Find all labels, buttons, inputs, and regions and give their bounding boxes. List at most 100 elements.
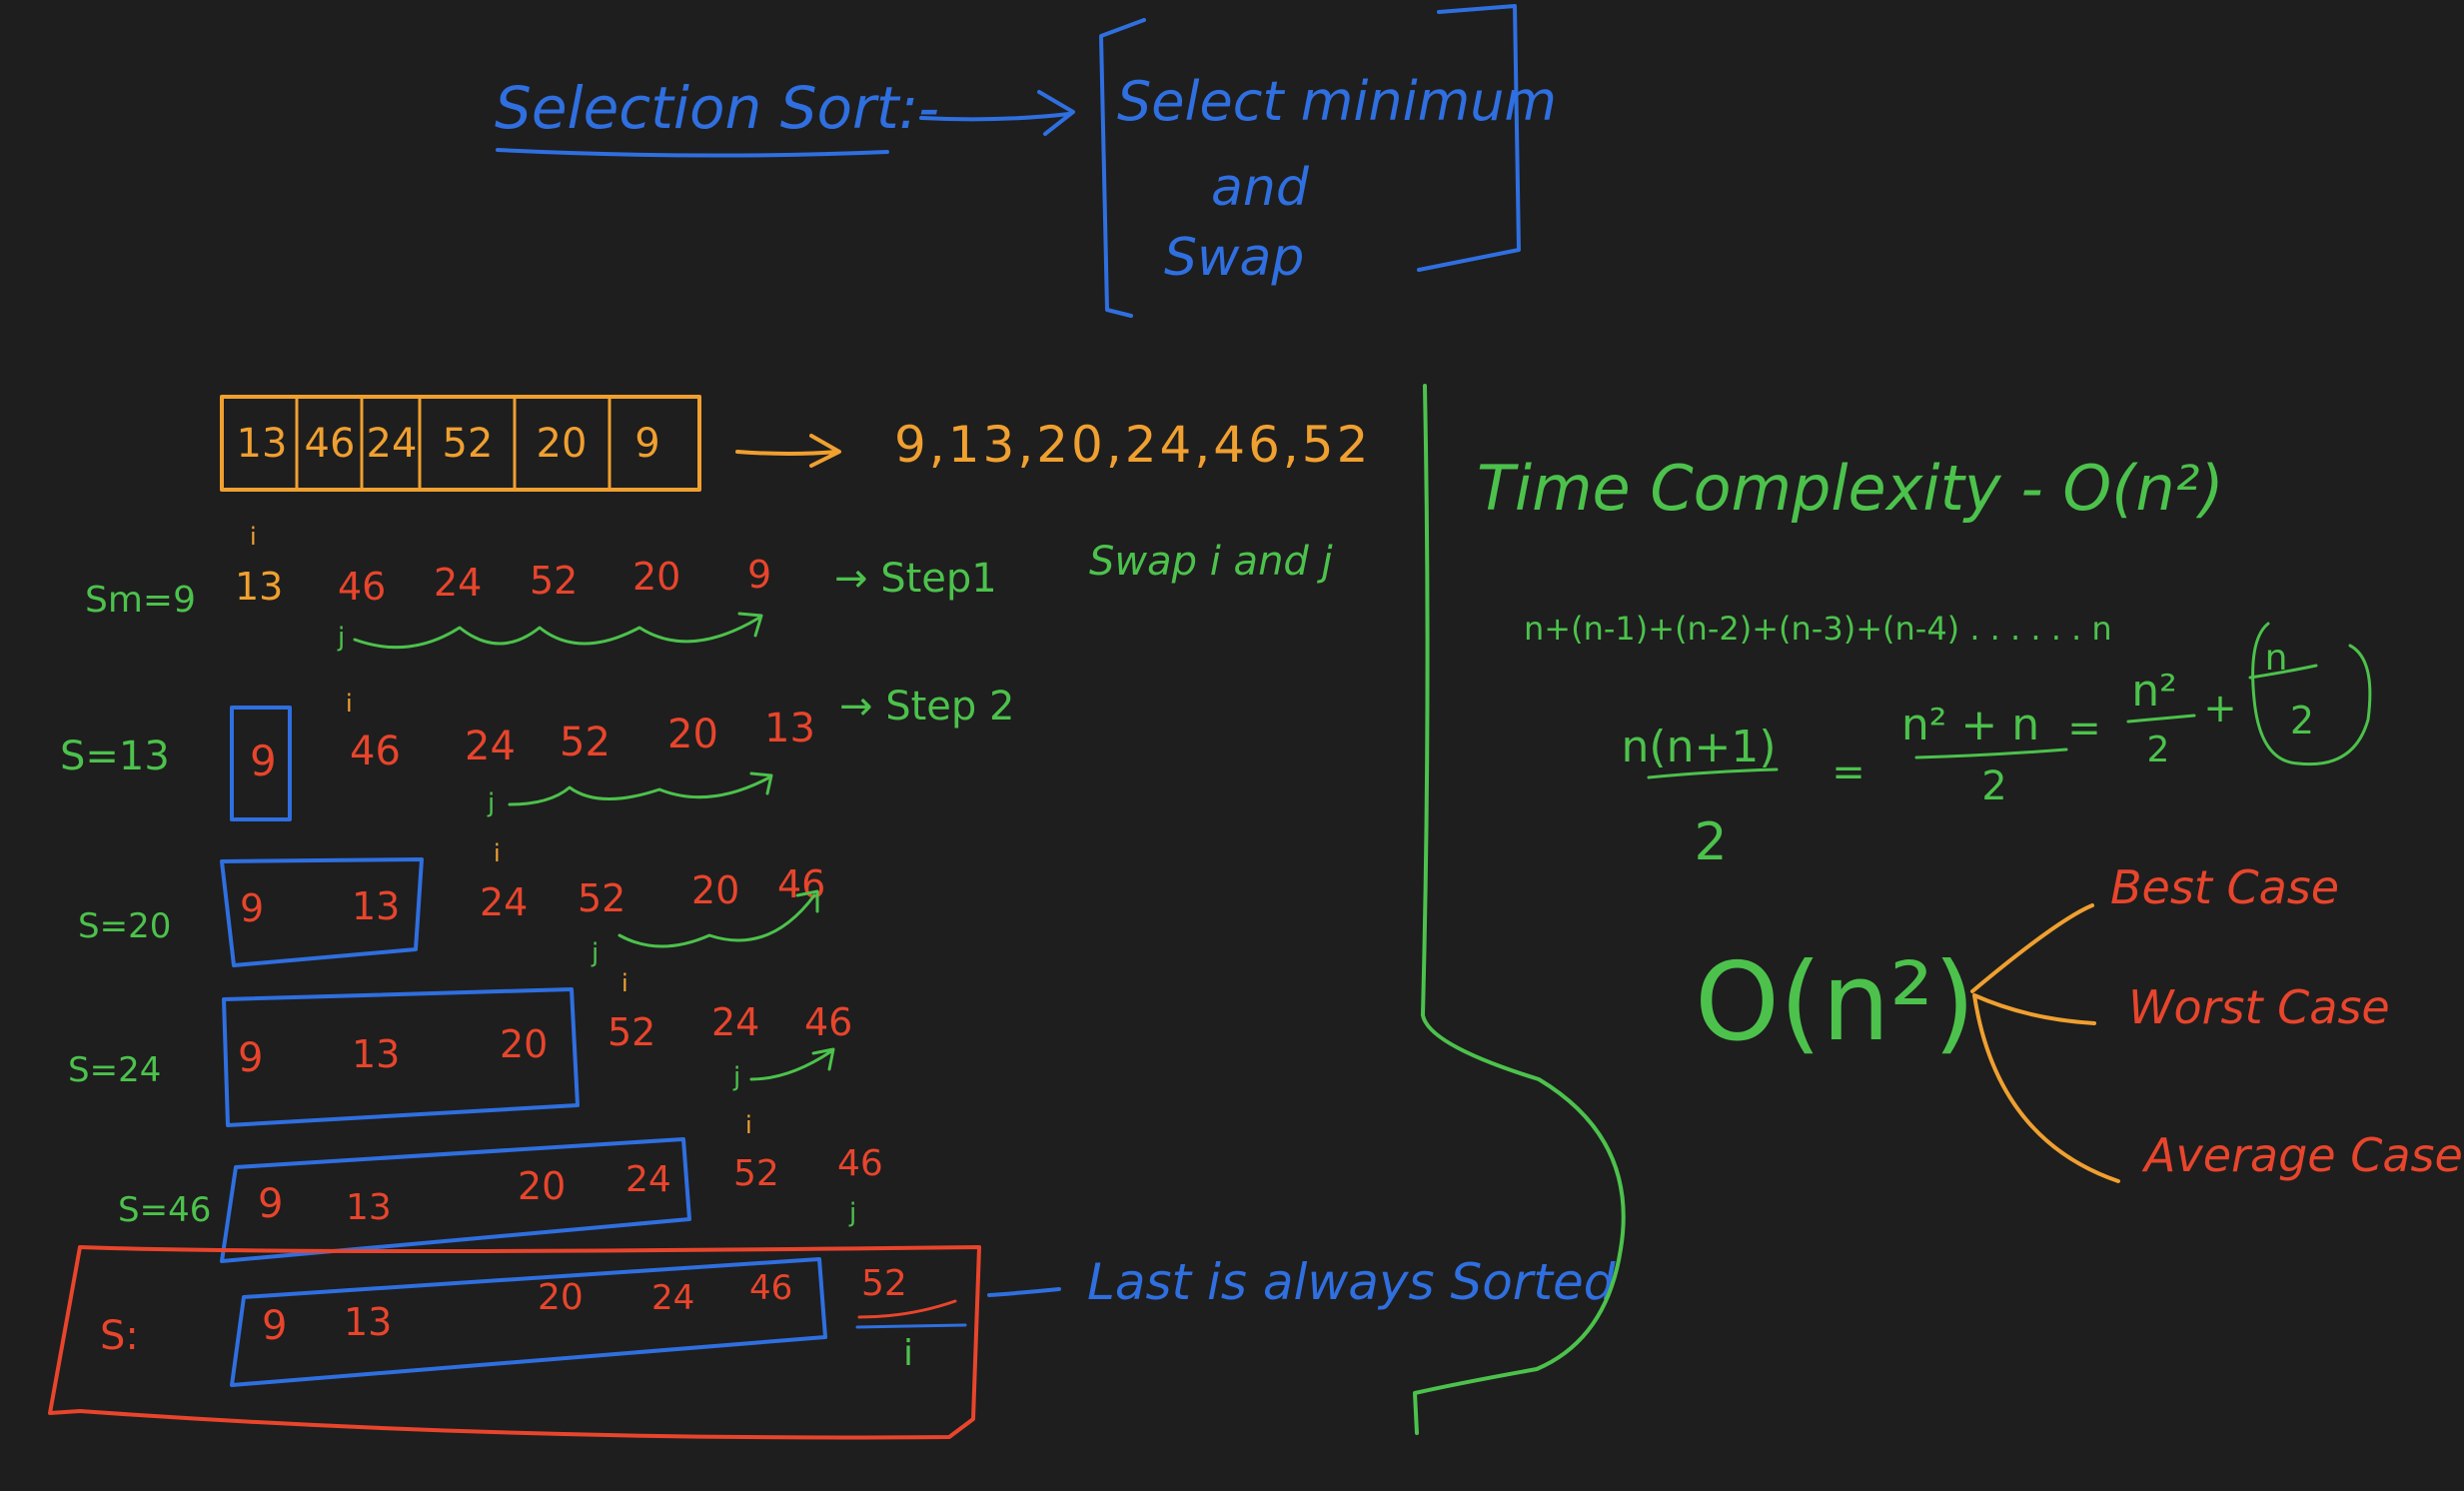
pass-values: 13 46 24 52 20 9 bbox=[235, 553, 771, 609]
definition-line-3: Swap bbox=[1164, 228, 1304, 288]
sorted-value: 20 bbox=[500, 1022, 548, 1066]
i-marker: i bbox=[745, 1111, 752, 1139]
pass-label: S=13 bbox=[60, 734, 170, 779]
formula: n(n+1) 2 = n² + n 2 = n² 2 + n 2 bbox=[1622, 638, 2315, 872]
i-marker: i bbox=[494, 839, 501, 867]
pass-label: S=20 bbox=[78, 906, 171, 946]
pass-value: 52 bbox=[560, 720, 611, 765]
pass-value: 52 bbox=[530, 559, 578, 603]
definition-line-2: and bbox=[1211, 158, 1310, 218]
pass-values: 46 24 52 20 13 bbox=[350, 706, 815, 774]
input-array-box bbox=[220, 395, 701, 492]
series-sum: n+(n-1)+(n-2)+(n-3)+(n-4) . . . . . . n bbox=[1524, 610, 2112, 648]
step-note: → Step1 bbox=[834, 556, 997, 602]
sorted-value: 9 bbox=[240, 886, 264, 930]
pass-value: 13 bbox=[235, 565, 283, 609]
pass-value: 9 bbox=[747, 553, 771, 597]
swap-note: Swap i and j bbox=[1089, 539, 1334, 585]
pass-label: S: bbox=[100, 1313, 139, 1359]
title-underline bbox=[496, 148, 889, 158]
sorted-region-box bbox=[230, 1257, 827, 1387]
case-worst: Worst Case bbox=[2128, 980, 2390, 1034]
sorted-region-box bbox=[220, 1137, 691, 1263]
i-marker: i bbox=[346, 690, 353, 718]
sorted-value: 13 bbox=[346, 1187, 392, 1228]
sorted-value: 9 bbox=[258, 1181, 283, 1227]
scan-brace bbox=[508, 771, 773, 806]
pass-value: 52 bbox=[861, 1263, 907, 1304]
term-circle bbox=[2251, 622, 2372, 766]
formula-term: + bbox=[2203, 686, 2237, 732]
sorted-value: 20 bbox=[538, 1277, 584, 1318]
sorted-region-box bbox=[220, 857, 424, 967]
scan-brace bbox=[749, 1047, 835, 1081]
array-cell: 20 bbox=[537, 421, 588, 467]
input-array-dividers bbox=[295, 397, 612, 490]
case-average: Average Case bbox=[2141, 1128, 2463, 1182]
array-cell: 9 bbox=[634, 421, 659, 467]
sorted-value: 20 bbox=[518, 1164, 566, 1208]
pass-value: 24 bbox=[465, 724, 516, 769]
pass-value: 13 bbox=[764, 706, 815, 751]
j-marker: j bbox=[591, 938, 599, 968]
last-note: Last is always Sorted bbox=[1087, 1253, 1616, 1311]
sorted-value: 9 bbox=[250, 737, 277, 785]
i-marker: i bbox=[903, 1333, 913, 1374]
note-connector bbox=[987, 1287, 1061, 1297]
definition-bracket-right bbox=[1417, 4, 1521, 272]
formula-term: n(n+1) bbox=[1622, 722, 1777, 772]
array-cell: 52 bbox=[443, 421, 494, 467]
pass-value: 20 bbox=[667, 712, 718, 757]
fraction-bars bbox=[1647, 664, 2318, 779]
scan-brace bbox=[617, 889, 819, 948]
sorted-region-box bbox=[230, 706, 292, 821]
input-array-cells: 13 46 24 52 20 9 bbox=[237, 421, 660, 467]
big-o-result: O(n²) bbox=[1695, 940, 1975, 1065]
last-element-divider bbox=[855, 1323, 967, 1329]
array-cell: 24 bbox=[367, 421, 418, 467]
j-marker: j bbox=[732, 1062, 740, 1092]
sorted-value: 9 bbox=[238, 1035, 263, 1081]
sorted-result: 9,13,20,24,46,52 bbox=[894, 416, 1371, 474]
title-text: Selection Sort:- bbox=[495, 74, 939, 142]
sorted-value: 13 bbox=[352, 884, 400, 928]
sorted-value: 9 bbox=[262, 1303, 287, 1349]
array-cell: 13 bbox=[237, 421, 288, 467]
pass-value: 24 bbox=[480, 880, 528, 924]
formula-term: 2 bbox=[1981, 763, 2006, 809]
pass-value: 24 bbox=[711, 1000, 759, 1044]
formula-term: = bbox=[2067, 706, 2101, 751]
j-marker: j bbox=[487, 788, 495, 818]
case-branches bbox=[1970, 903, 2120, 1183]
sorted-region-box bbox=[222, 987, 580, 1127]
pass-label: S=46 bbox=[118, 1190, 211, 1230]
pass-value: 52 bbox=[733, 1153, 779, 1194]
formula-term: = bbox=[1832, 749, 1865, 795]
pass-value: 24 bbox=[434, 561, 482, 605]
array-cell: 46 bbox=[305, 421, 356, 467]
pass-value: 46 bbox=[338, 565, 386, 609]
step-note: → Step 2 bbox=[839, 684, 1014, 730]
pass-value: 46 bbox=[804, 1000, 852, 1044]
complexity-heading: Time Complexity - O(n²) bbox=[1477, 452, 2224, 525]
section-brace bbox=[1413, 384, 1626, 1435]
formula-term: n² bbox=[2131, 666, 2177, 717]
pass-values: 52 46 bbox=[733, 1143, 883, 1194]
pass-label: S=24 bbox=[68, 1050, 161, 1090]
sorted-value: 13 bbox=[344, 1300, 392, 1344]
i-marker: i bbox=[621, 969, 628, 997]
i-marker: i bbox=[250, 523, 257, 551]
sorted-value: 13 bbox=[352, 1032, 400, 1076]
result-arrow bbox=[735, 434, 841, 468]
pass-values: 52 24 46 bbox=[608, 1000, 852, 1054]
pass-label: Sm=9 bbox=[85, 580, 196, 621]
case-best: Best Case bbox=[2110, 860, 2339, 914]
formula-term: 2 bbox=[2290, 699, 2314, 743]
formula-term: n bbox=[2265, 638, 2288, 679]
title-arrow bbox=[919, 90, 1075, 136]
last-element-underline bbox=[857, 1299, 957, 1319]
pass-value: 20 bbox=[632, 555, 680, 599]
sorted-value: 24 bbox=[651, 1278, 694, 1318]
formula-term: n² + n bbox=[1901, 700, 2039, 750]
